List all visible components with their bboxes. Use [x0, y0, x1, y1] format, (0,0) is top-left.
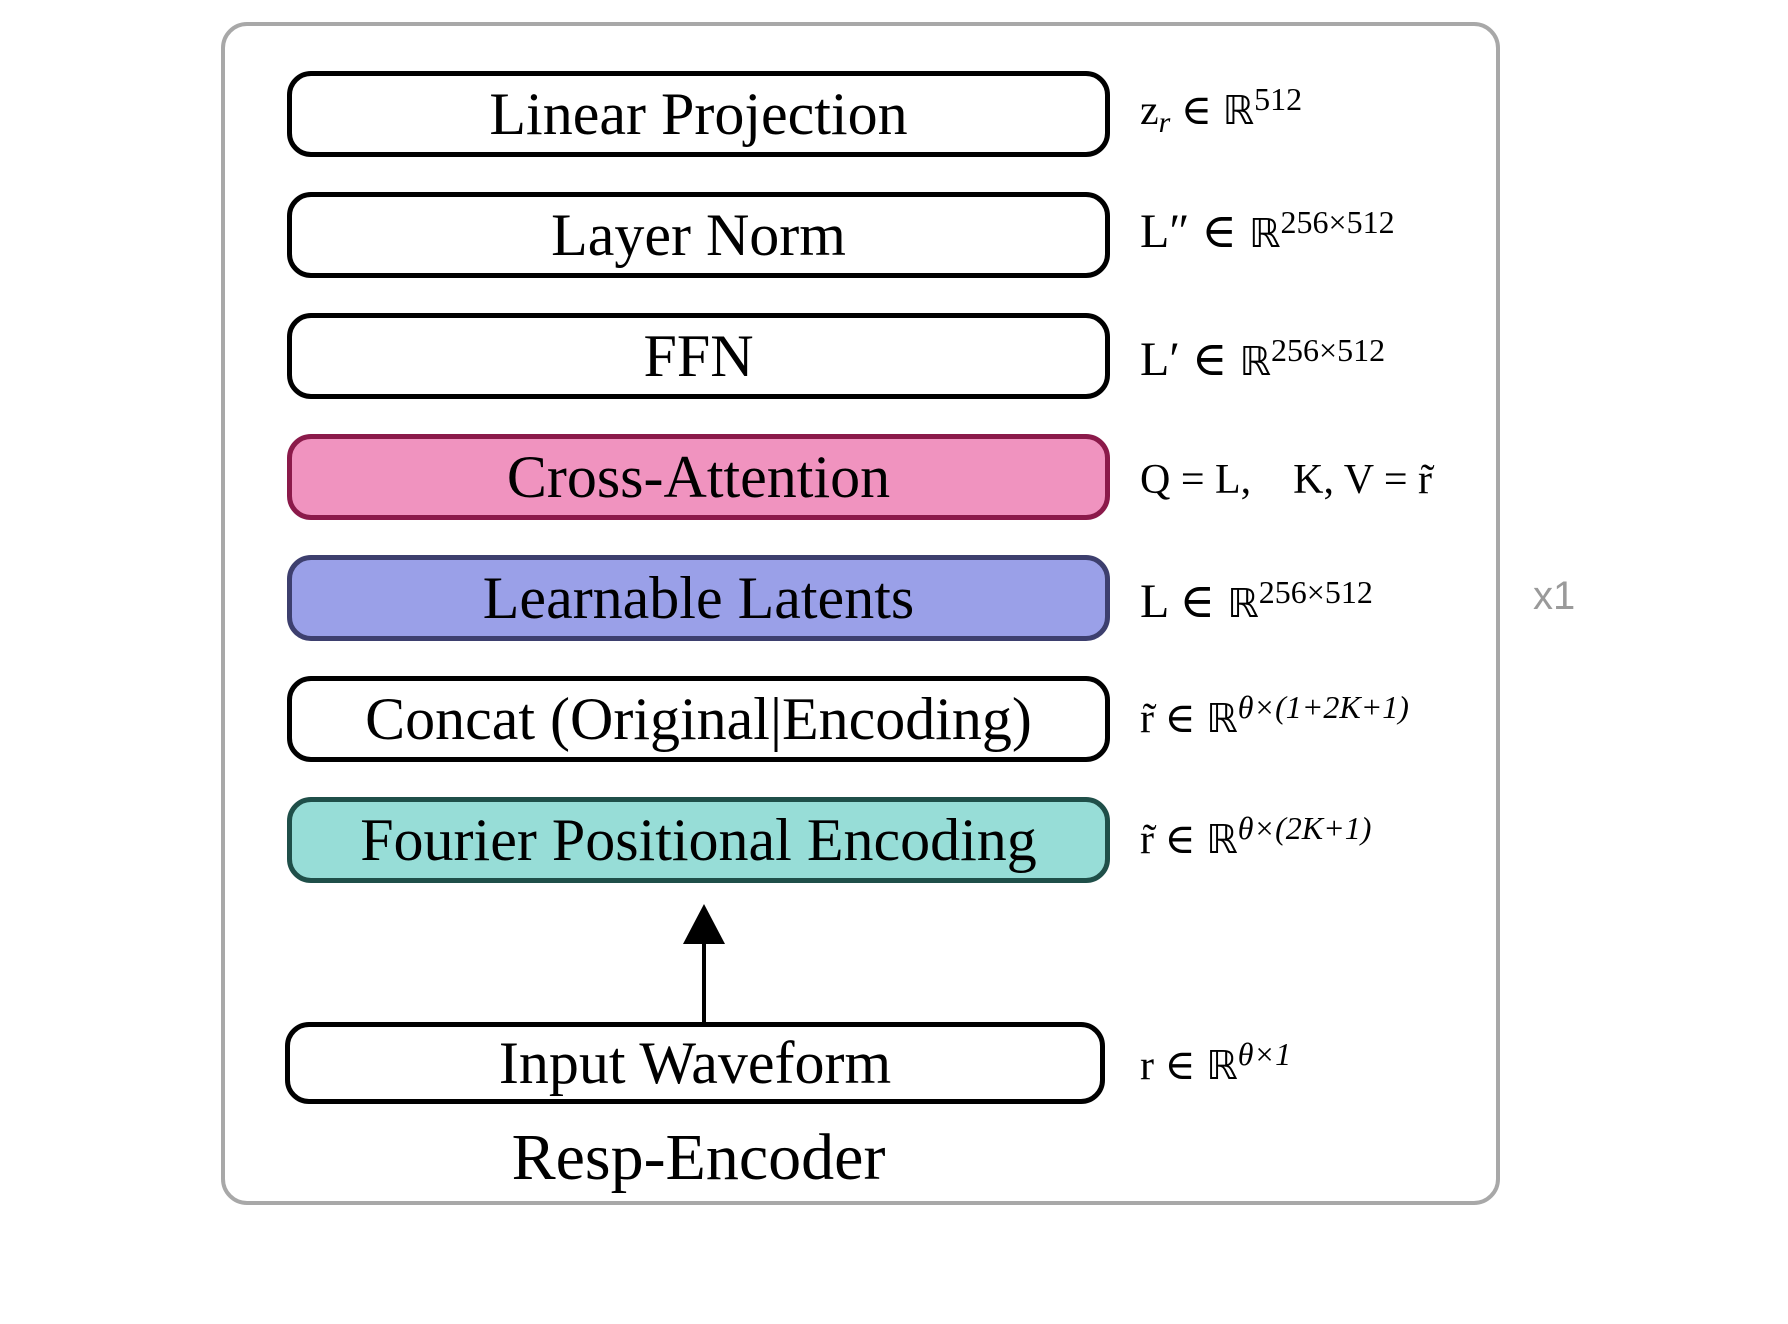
learnable-latents-block: Learnable Latents	[287, 555, 1110, 641]
repeat-count-label: x1	[1533, 574, 1576, 618]
input-annotation: r ∈ ℝθ×1	[1140, 1036, 1292, 1089]
concat-block: Concat (Original|Encoding)	[287, 676, 1110, 762]
fourier-annotation: r̃ ∈ ℝθ×(2K+1)	[1140, 810, 1372, 863]
layer-norm-block: Layer Norm	[287, 192, 1110, 278]
layer-norm-annotation: L″ ∈ ℝ256×512	[1140, 204, 1395, 258]
fourier-positional-encoding-block: Fourier Positional Encoding	[287, 797, 1110, 883]
concat-annotation: r̃ ∈ ℝθ×(1+2K+1)	[1140, 689, 1409, 742]
cross-attention-block: Cross-Attention	[287, 434, 1110, 520]
learnable-latents-annotation: L ∈ ℝ256×512	[1140, 574, 1373, 628]
linear-projection-block: Linear Projection	[287, 71, 1110, 157]
diagram-title: Resp-Encoder	[511, 1121, 886, 1194]
ffn-block: FFN	[287, 313, 1110, 399]
cross-attention-annotation: Q = L, K, V = r̃	[1140, 457, 1432, 503]
ffn-annotation: L′ ∈ ℝ256×512	[1140, 332, 1386, 386]
encoder-container	[221, 22, 1500, 1205]
input-waveform-block: Input Waveform	[285, 1022, 1105, 1104]
up-arrow-icon	[683, 904, 725, 1022]
linear-projection-annotation: zr ∈ ℝ512	[1140, 81, 1303, 139]
